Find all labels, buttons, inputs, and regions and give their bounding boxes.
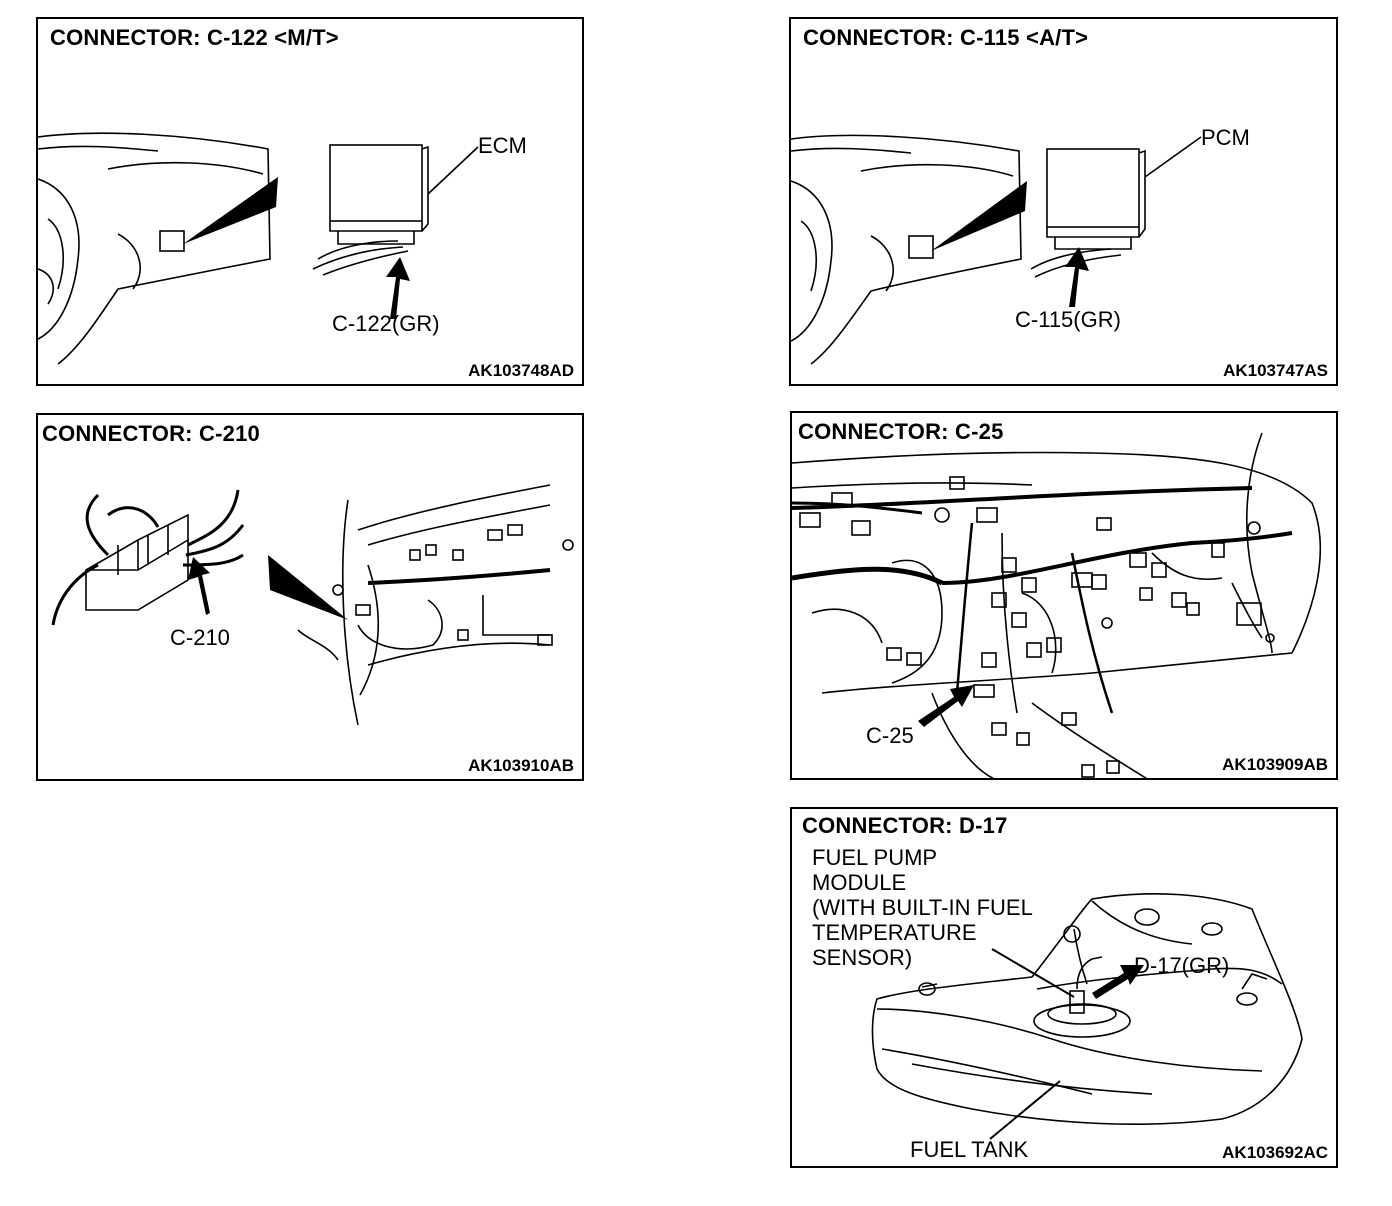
connector-label: C-122(GR) (332, 311, 440, 336)
c210-illustration (51, 484, 574, 726)
panel-title: CONNECTOR: C-210 (42, 421, 260, 446)
fuel-tank-illustration (871, 893, 1303, 1140)
panel-d17: CONNECTOR: D-17 FUEL PUMP MODULE (WITH B… (790, 807, 1338, 1168)
dash-pcm-illustration (791, 134, 1202, 365)
panel-c115: CONNECTOR: C-115 <A/T> PCM C-115(GR) AK1… (789, 17, 1338, 386)
module-line: FUEL PUMP (812, 845, 938, 870)
dash-ecm-illustration (38, 132, 479, 365)
panel-c25: CONNECTOR: C-25 C-25 AK103909AB (790, 411, 1338, 780)
connector-label: D-17(GR) (1134, 953, 1230, 978)
figure-code: AK103910AB (468, 756, 574, 775)
panel-title: CONNECTOR: C-25 (798, 419, 1010, 445)
connector-label: C-210 (170, 625, 230, 650)
panel-c210: CONNECTOR: C-210 C-210 AK103910AB (36, 413, 584, 781)
panel-c122: CONNECTOR: C-122 <M/T> ECM C-122(GR) AK1… (36, 17, 584, 386)
module-line: TEMPERATURE (812, 920, 977, 945)
module-line: (WITH BUILT-IN FUEL (812, 895, 1033, 920)
ecm-label: ECM (478, 133, 527, 158)
connector-label: C-25 (866, 723, 914, 748)
c25-illustration (792, 432, 1322, 778)
fuel-pump-module-label: FUEL PUMP MODULE (WITH BUILT-IN FUEL TEM… (812, 845, 1033, 970)
panel-title: CONNECTOR: D-17 (802, 813, 1008, 838)
module-line: MODULE (812, 870, 907, 895)
figure-code: AK103747AS (1223, 361, 1328, 380)
pcm-label: PCM (1201, 125, 1250, 150)
figure-code: AK103748AD (468, 361, 574, 380)
connector-label: C-115(GR) (1015, 307, 1121, 332)
panel-title: CONNECTOR: C-122 <M/T> (50, 25, 339, 50)
figure-code: AK103692AC (1222, 1143, 1328, 1162)
panel-title: CONNECTOR: C-115 <A/T> (803, 25, 1089, 50)
module-line: SENSOR) (812, 945, 913, 970)
fuel-tank-label: FUEL TANK (910, 1137, 1029, 1162)
figure-code: AK103909AB (1222, 755, 1328, 774)
